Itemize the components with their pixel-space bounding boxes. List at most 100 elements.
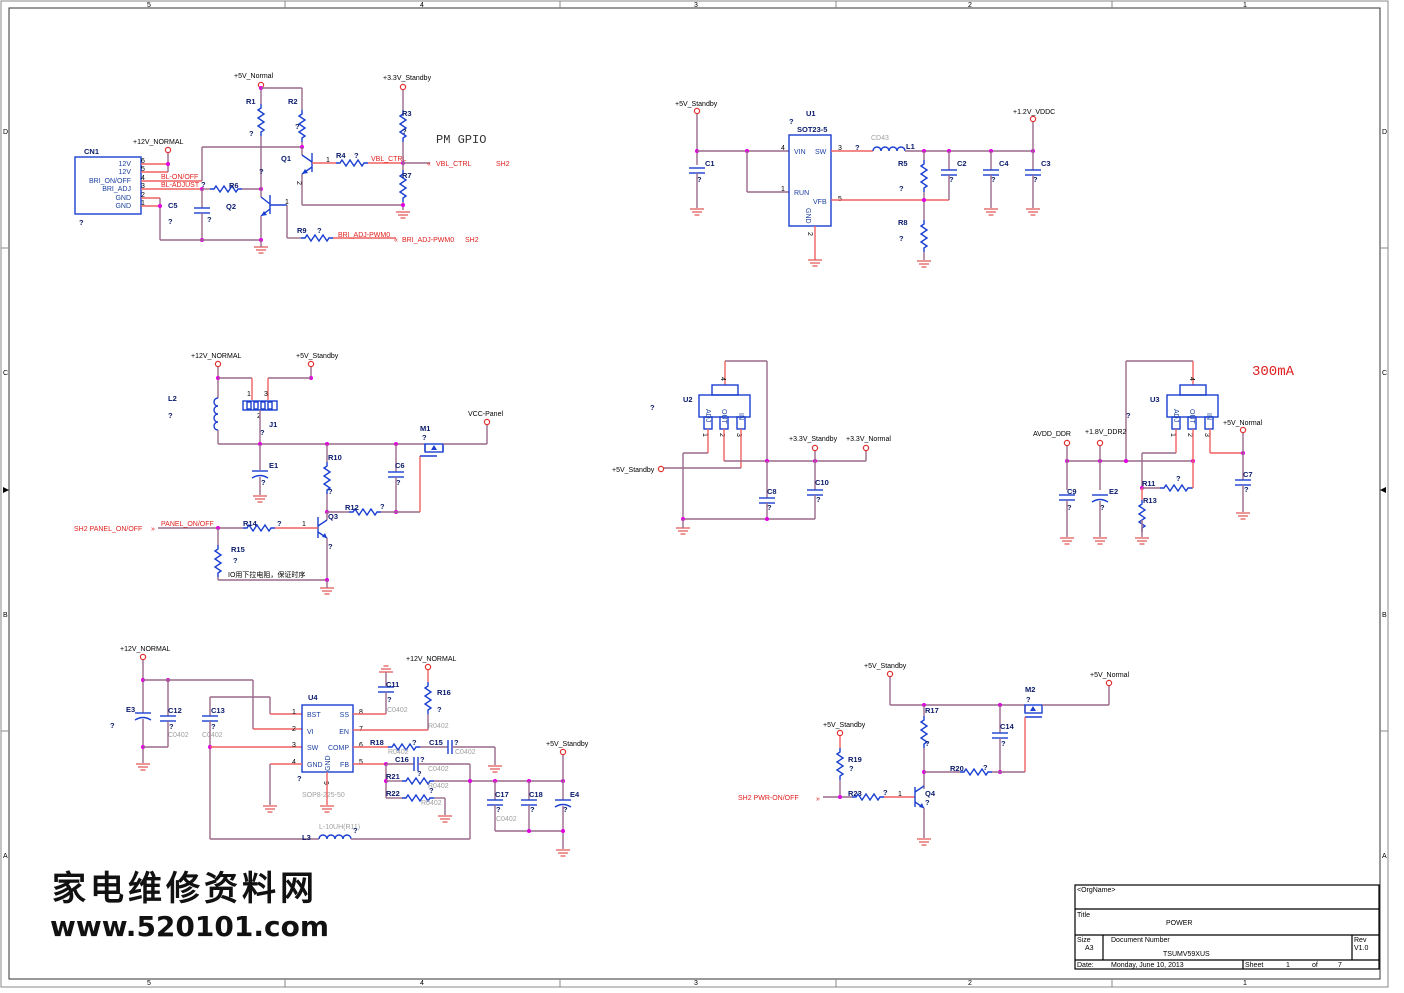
- c12-ref: C12: [168, 706, 182, 715]
- value-unknown: ?: [530, 805, 535, 814]
- transistor-q3[interactable]: [317, 512, 328, 580]
- ldo-u2[interactable]: [698, 384, 751, 430]
- resistor-r1[interactable]: [257, 103, 265, 137]
- resistor-r15[interactable]: [214, 544, 222, 578]
- jumper-j1[interactable]: [242, 400, 278, 411]
- u1-ref: U1: [806, 109, 816, 118]
- r7-ref: R7: [402, 171, 412, 180]
- q2-ref: Q2: [226, 202, 236, 211]
- power-port-icon: [1096, 439, 1104, 447]
- cn1-pin-name: 12V: [119, 169, 132, 176]
- transistor-q1[interactable]: [301, 147, 336, 205]
- ground-icon: [1134, 537, 1150, 545]
- doc-number: TSUMV59XUS: [1163, 951, 1210, 958]
- c4-ref: C4: [999, 159, 1009, 168]
- inductor-l3[interactable]: [318, 834, 352, 840]
- r15-ref: R15: [231, 545, 245, 554]
- capacitor-e3[interactable]: [134, 712, 152, 721]
- sheet-ref: SH2: [465, 237, 479, 244]
- pin-name: SW: [815, 149, 827, 156]
- inductor-l2[interactable]: [213, 397, 219, 431]
- capacitor-c17[interactable]: [486, 799, 504, 806]
- transistor-q2[interactable]: [260, 189, 287, 240]
- e3-ref: E3: [126, 705, 135, 714]
- q3-ref: Q3: [328, 512, 338, 521]
- footprint-label: R0402: [428, 723, 449, 730]
- pin-num: 1: [701, 433, 708, 437]
- r3-ref: R3: [402, 109, 412, 118]
- net-label: +5V_Standby: [296, 353, 339, 360]
- pin-num: 8: [359, 709, 363, 716]
- ldo-u3[interactable]: [1166, 384, 1219, 430]
- resistor-r4[interactable]: [335, 159, 369, 167]
- r21-ref: R21: [386, 772, 400, 781]
- col-label: 4: [420, 2, 424, 9]
- resistor-r8[interactable]: [920, 219, 928, 253]
- value-unknown: ?: [207, 215, 212, 224]
- size-value: A3: [1085, 945, 1094, 952]
- value-unknown: ?: [168, 217, 173, 226]
- footprint-label: C0402: [168, 732, 189, 739]
- value-unknown: ?: [1001, 739, 1006, 748]
- r17-ref: R17: [925, 706, 939, 715]
- u1-regulator[interactable]: [788, 134, 832, 227]
- pin-name: COMP: [328, 745, 349, 752]
- value-unknown: ?: [387, 695, 392, 704]
- value-unknown: ?: [925, 798, 930, 807]
- inductor-l1[interactable]: [872, 146, 906, 152]
- rev-label: Rev: [1354, 937, 1367, 944]
- offpage-connector-icon: «: [427, 161, 431, 168]
- net-label: +12V_NORMAL: [191, 353, 241, 360]
- resistor-r19[interactable]: [836, 747, 844, 781]
- value-unknown: ?: [328, 542, 333, 551]
- capacitor-c15[interactable]: [447, 739, 453, 755]
- ground-icon: [253, 246, 269, 254]
- e4-ref: E4: [570, 790, 580, 799]
- value-unknown: ?: [249, 129, 254, 138]
- capacitor-c14[interactable]: [991, 732, 1009, 739]
- net-label: BL-ON/OFF: [161, 174, 198, 181]
- ldo-u3-block: 300mA ? U3 ADJ OUT IN 1 2 3 4 AVDD_DDR +…: [1033, 360, 1295, 545]
- transistor-q4[interactable]: [914, 785, 925, 838]
- power-port-icon: [559, 748, 567, 756]
- ground-icon: [916, 838, 932, 846]
- offpage-net-bri-adj[interactable]: BRI_ADJ-PWM0: [402, 237, 454, 244]
- capacitor-c13[interactable]: [201, 715, 219, 722]
- resistor-r9[interactable]: [300, 234, 334, 242]
- capacitor-c1[interactable]: [688, 167, 706, 174]
- mosfet-m2[interactable]: [1024, 704, 1043, 772]
- net-label: +5V_Normal: [1090, 672, 1130, 679]
- value-unknown: ?: [496, 805, 501, 814]
- resistor-r5[interactable]: [920, 159, 928, 193]
- offpage-net-panel-onoff[interactable]: SH2 PANEL_ON/OFF: [74, 526, 142, 533]
- resistor-r11[interactable]: [1159, 484, 1193, 492]
- ground-icon: [262, 805, 278, 813]
- capacitor-c18[interactable]: [520, 799, 538, 806]
- value-unknown: ?: [420, 755, 425, 764]
- row-label: A: [3, 853, 8, 860]
- offpage-net-pwr-onoff[interactable]: SH2 PWR-ON/OFF: [738, 795, 799, 802]
- capacitor-c10[interactable]: [806, 489, 824, 496]
- capacitor-c12[interactable]: [159, 715, 177, 722]
- power-port-icon: [164, 146, 172, 154]
- value-unknown: ?: [260, 428, 265, 437]
- ground-icon: [1059, 537, 1075, 545]
- capacitor-c5[interactable]: [193, 207, 211, 214]
- standby-switch-block: +5V_Standby M2 ? +5V_Normal R17 ? C14 ?: [738, 663, 1130, 846]
- cn1-connector[interactable]: [74, 156, 142, 215]
- resistor-r2[interactable]: [298, 109, 306, 143]
- capacitor-c6[interactable]: [387, 471, 405, 478]
- r4-ref: R4: [336, 151, 346, 160]
- resistor-r23[interactable]: [851, 793, 885, 801]
- c1-ref: C1: [705, 159, 715, 168]
- capacitor-e1[interactable]: [251, 470, 269, 479]
- net-label: +3.3V_Standby: [383, 75, 432, 82]
- row-label: D: [1382, 129, 1387, 136]
- power-port-icon: [836, 729, 844, 737]
- capacitor-c7[interactable]: [1234, 479, 1252, 486]
- mosfet-m1[interactable]: [419, 443, 444, 512]
- capacitor-e2[interactable]: [1091, 494, 1109, 503]
- row-label: B: [3, 612, 8, 619]
- offpage-net-vbl-ctrl[interactable]: VBL_CTRL: [436, 161, 472, 168]
- resistor-r16[interactable]: [424, 681, 432, 715]
